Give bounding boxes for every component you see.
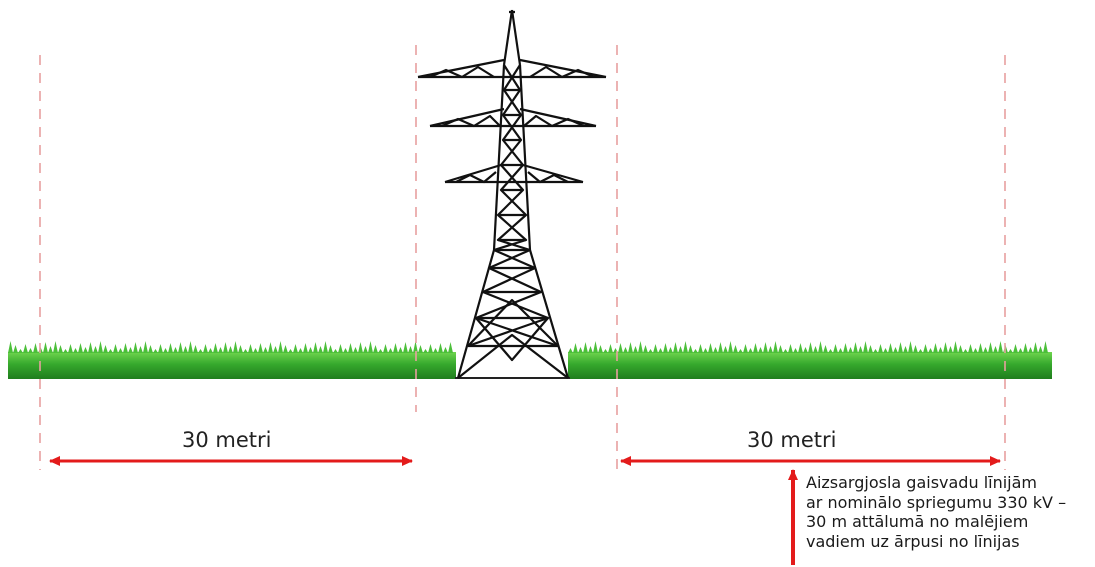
transmission-tower-icon (417, 9, 607, 379)
grass-strip-right (568, 341, 1052, 379)
note-line: Aizsargjosla gaisvadu līnijām (806, 473, 1037, 492)
note-line: vadiem uz ārpusi no līnijas (806, 531, 1020, 551)
distance-label-left: 30 metri (182, 428, 272, 452)
distance-label-right: 30 metri (747, 428, 837, 452)
protection-zone-note: Aizsargjosla gaisvadu līnijām ar nomināl… (806, 473, 1086, 551)
grass-strip-left (8, 341, 456, 379)
note-line: 30 m attālumā no malējiem (806, 512, 1029, 531)
note-line: ar nominālo spriegumu 330 kV – (806, 492, 1067, 512)
